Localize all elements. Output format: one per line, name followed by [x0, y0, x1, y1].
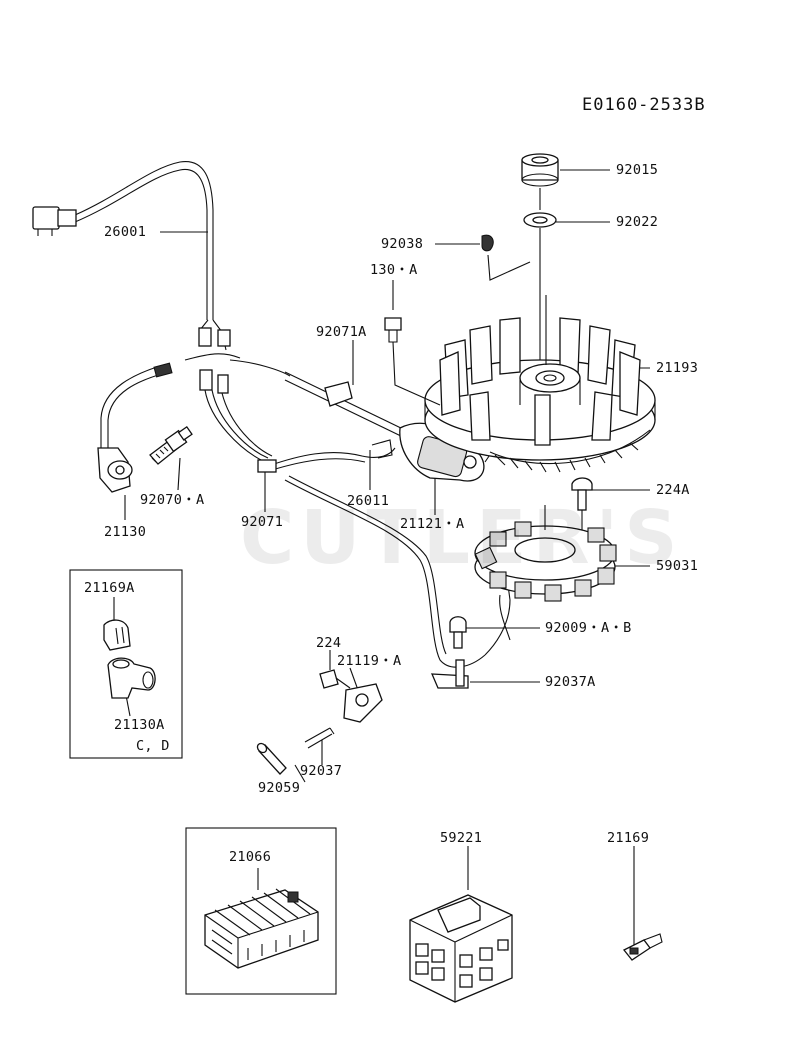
part-label-21119A: 21119・A	[337, 653, 402, 669]
inset-label-21169A: 21169A	[84, 580, 135, 596]
wire-harness-26001	[32, 161, 291, 463]
part-label-92037: 92037	[300, 763, 343, 779]
stator-lead-wire	[284, 475, 511, 689]
flywheel-21193	[424, 317, 656, 473]
watermark: CUTLER'S	[240, 495, 684, 581]
part-label-92022: 92022	[616, 214, 659, 230]
tube-92059	[256, 742, 287, 775]
nut-92015	[521, 153, 559, 187]
bolt-224A	[571, 477, 593, 535]
bolt-130A	[384, 317, 441, 406]
part-label-26001: 26001	[104, 224, 147, 240]
stator-59031	[474, 505, 617, 641]
part-label-224A: 224A	[656, 482, 690, 498]
part-label-59031: 59031	[656, 558, 699, 574]
woodruff-key-92038	[481, 234, 494, 252]
terminal-21169	[622, 933, 663, 961]
flywheel-fins	[439, 317, 641, 446]
rectifier-21066	[204, 888, 319, 969]
spark-plug-lead-21130	[97, 362, 173, 493]
part-label-21130: 21130	[104, 524, 147, 540]
bolt-92009AB	[449, 616, 467, 649]
leader-lines	[113, 169, 650, 945]
part-label-92059: 92059	[258, 780, 301, 796]
part-label-92009AB: 92009・A・B	[545, 620, 632, 636]
part-label-92071A: 92071A	[316, 324, 367, 340]
part-label-92037A: 92037A	[545, 674, 596, 690]
part-label-92038: 92038	[381, 236, 424, 252]
part-label-130A: 130・A	[370, 262, 418, 278]
part-label-21169: 21169	[607, 830, 650, 846]
washer-92022	[523, 212, 557, 228]
inset-variant-box	[69, 569, 183, 759]
part-label-21066: 21066	[229, 849, 272, 865]
inset-variant-label: C, D	[136, 738, 170, 754]
bracket-21119A	[343, 683, 383, 723]
clip-92037	[304, 727, 335, 749]
diagram-code: E0160-2533B	[582, 95, 706, 115]
part-label-92015: 92015	[616, 162, 659, 178]
part-label-21193: 21193	[656, 360, 699, 376]
spark-plug-92070A	[149, 425, 193, 465]
rectifier-box	[185, 827, 337, 995]
part-label-59221: 59221	[440, 830, 483, 846]
part-label-92070A: 92070・A	[140, 492, 205, 508]
part-label-21121A: 21121・A	[400, 516, 465, 532]
part-label-224: 224	[316, 635, 342, 651]
inset-label-21130A: 21130A	[114, 717, 165, 733]
part-label-26011: 26011	[347, 493, 390, 509]
screw-224	[319, 669, 351, 689]
stator-poles	[474, 521, 617, 602]
part-label-92071: 92071	[241, 514, 284, 530]
connector-59221	[409, 894, 513, 1003]
